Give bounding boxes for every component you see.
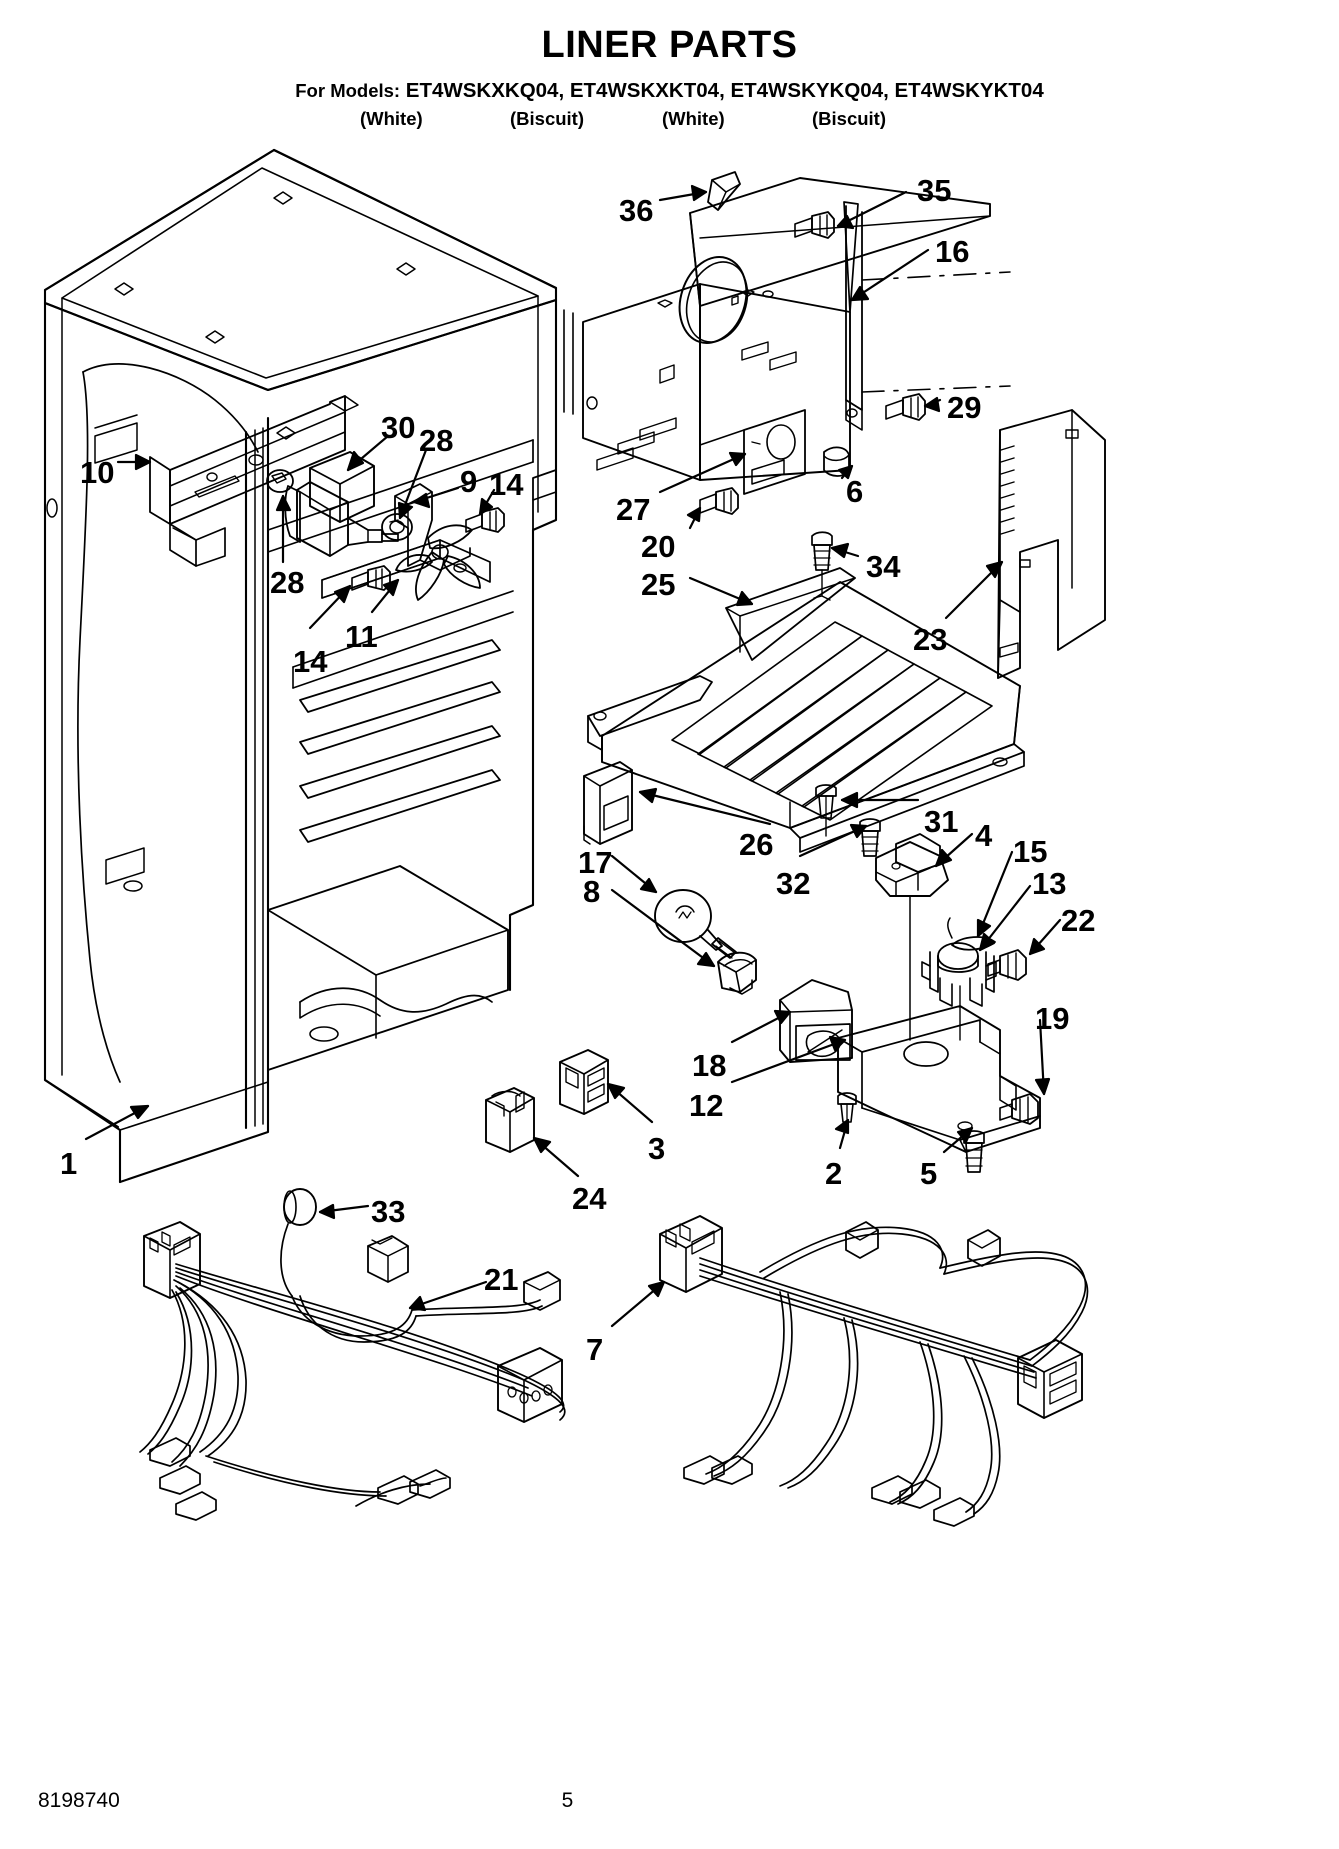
grille-clip-drawing [583,761,633,845]
callout-19-terminal-connector: 19 [1035,1001,1070,1036]
defrost-thermostat-drawing [921,917,1039,1125]
page-header: LINER PARTS For Models: ET4WSKXKQ04, ET4… [0,0,1339,134]
evaporator-fan-motor-drawing [284,451,399,557]
callout-28-grommet: 28 [270,565,305,600]
wire-grommet-drawing [280,1188,317,1297]
screw-32-drawing [859,818,881,857]
wire-harness-left-drawing [139,1221,566,1521]
callout-8-lamp-socket: 8 [583,874,601,909]
callout-1-cabinet-liner: 1 [60,1146,78,1181]
callout-14-screw: 14 [489,467,524,502]
color-variant-0: (White) [360,107,423,129]
callout-leader-lines [84,184,1062,1328]
callout-25-drip-pan-baffle: 25 [641,567,676,602]
models-line: For Models: ET4WSKXKQ04, ET4WSKXKT04, ET… [0,79,1339,102]
callout-27-mounting-bracket: 27 [616,492,651,527]
callout-35-screw: 35 [917,173,952,208]
callout-15-wire-clip: 15 [1013,834,1048,869]
color-variants-row: (White) (Biscuit) (White) (Biscuit) [0,108,1339,134]
cabinet-liner-drawing [43,148,558,1184]
wire-harness-right-drawing [659,1215,1089,1527]
callout-7-wire-harness-right: 7 [586,1332,604,1367]
callout-2-push-pin-fastener: 2 [825,1156,843,1191]
callout-24-wire-connector-block: 24 [572,1181,607,1216]
models-list: ET4WSKXKQ04, ET4WSKXKT04, ET4WSKYKQ04, E… [405,79,1044,102]
mounting-bracket-drawing [699,487,739,515]
callout-20-screw: 20 [641,529,676,564]
grille-assembly-drawing [587,409,1106,853]
callout-32-screw: 32 [776,866,811,901]
callout-11-fan-blade: 11 [345,619,378,654]
callout-10-shelf-support-rail: 10 [80,455,115,490]
callout-21-wire-harness-left: 21 [484,1262,519,1297]
connector-block-3-drawing [559,1049,609,1115]
models-lead-label: For Models: [295,80,401,101]
color-variant-2: (White) [662,107,725,129]
callout-26-grille-clip: 26 [739,827,774,862]
color-variant-3: (Biscuit) [812,107,886,129]
callout-16-rear-air-duct-panel: 16 [935,234,970,269]
page-number: 5 [561,1789,574,1812]
document-number: 8198740 [38,1789,120,1812]
callout-36-air-duct-tab: 36 [619,193,654,228]
callout-3-wire-connector-block: 3 [648,1131,666,1166]
callout-6-plug-button: 6 [846,474,864,509]
callout-4-defrost-timer: 4 [975,818,993,853]
drain-trough-drawing [837,1005,1041,1173]
push-pin-31-drawing [815,784,837,837]
callout-30-evaporator-fan-motor: 30 [381,410,416,445]
light-bulb-drawing [654,889,737,959]
callout-34-screw: 34 [866,549,901,584]
page-title: LINER PARTS [541,24,798,66]
callout-28-grommet: 28 [419,423,454,458]
callout-29-screw: 29 [947,390,982,425]
callout-12-drain-trough: 12 [689,1088,724,1123]
callout-5-screw: 5 [920,1156,938,1191]
connector-block-24-drawing [485,1087,535,1153]
callout-13-defrost-thermostat: 13 [1032,866,1067,901]
callout-14-screw: 14 [293,644,328,679]
callout-33-wire-grommet: 33 [371,1194,406,1229]
callout-9-fan-blade-bracket: 9 [460,464,478,499]
page-footer: 8198740 5 [0,1779,1339,1849]
callout-31-push-pin-fastener: 31 [924,804,959,839]
callout-17-light-bulb: 17 [578,845,613,880]
lamp-socket-drawing [717,951,757,995]
shelf-support-rail-drawing [149,395,359,567]
color-variant-1: (Biscuit) [510,107,584,129]
callout-18-light-shield-housing: 18 [692,1048,727,1083]
callout-22-terminal-connector: 22 [1061,903,1096,938]
callout-23-evaporator-cover: 23 [913,622,948,657]
